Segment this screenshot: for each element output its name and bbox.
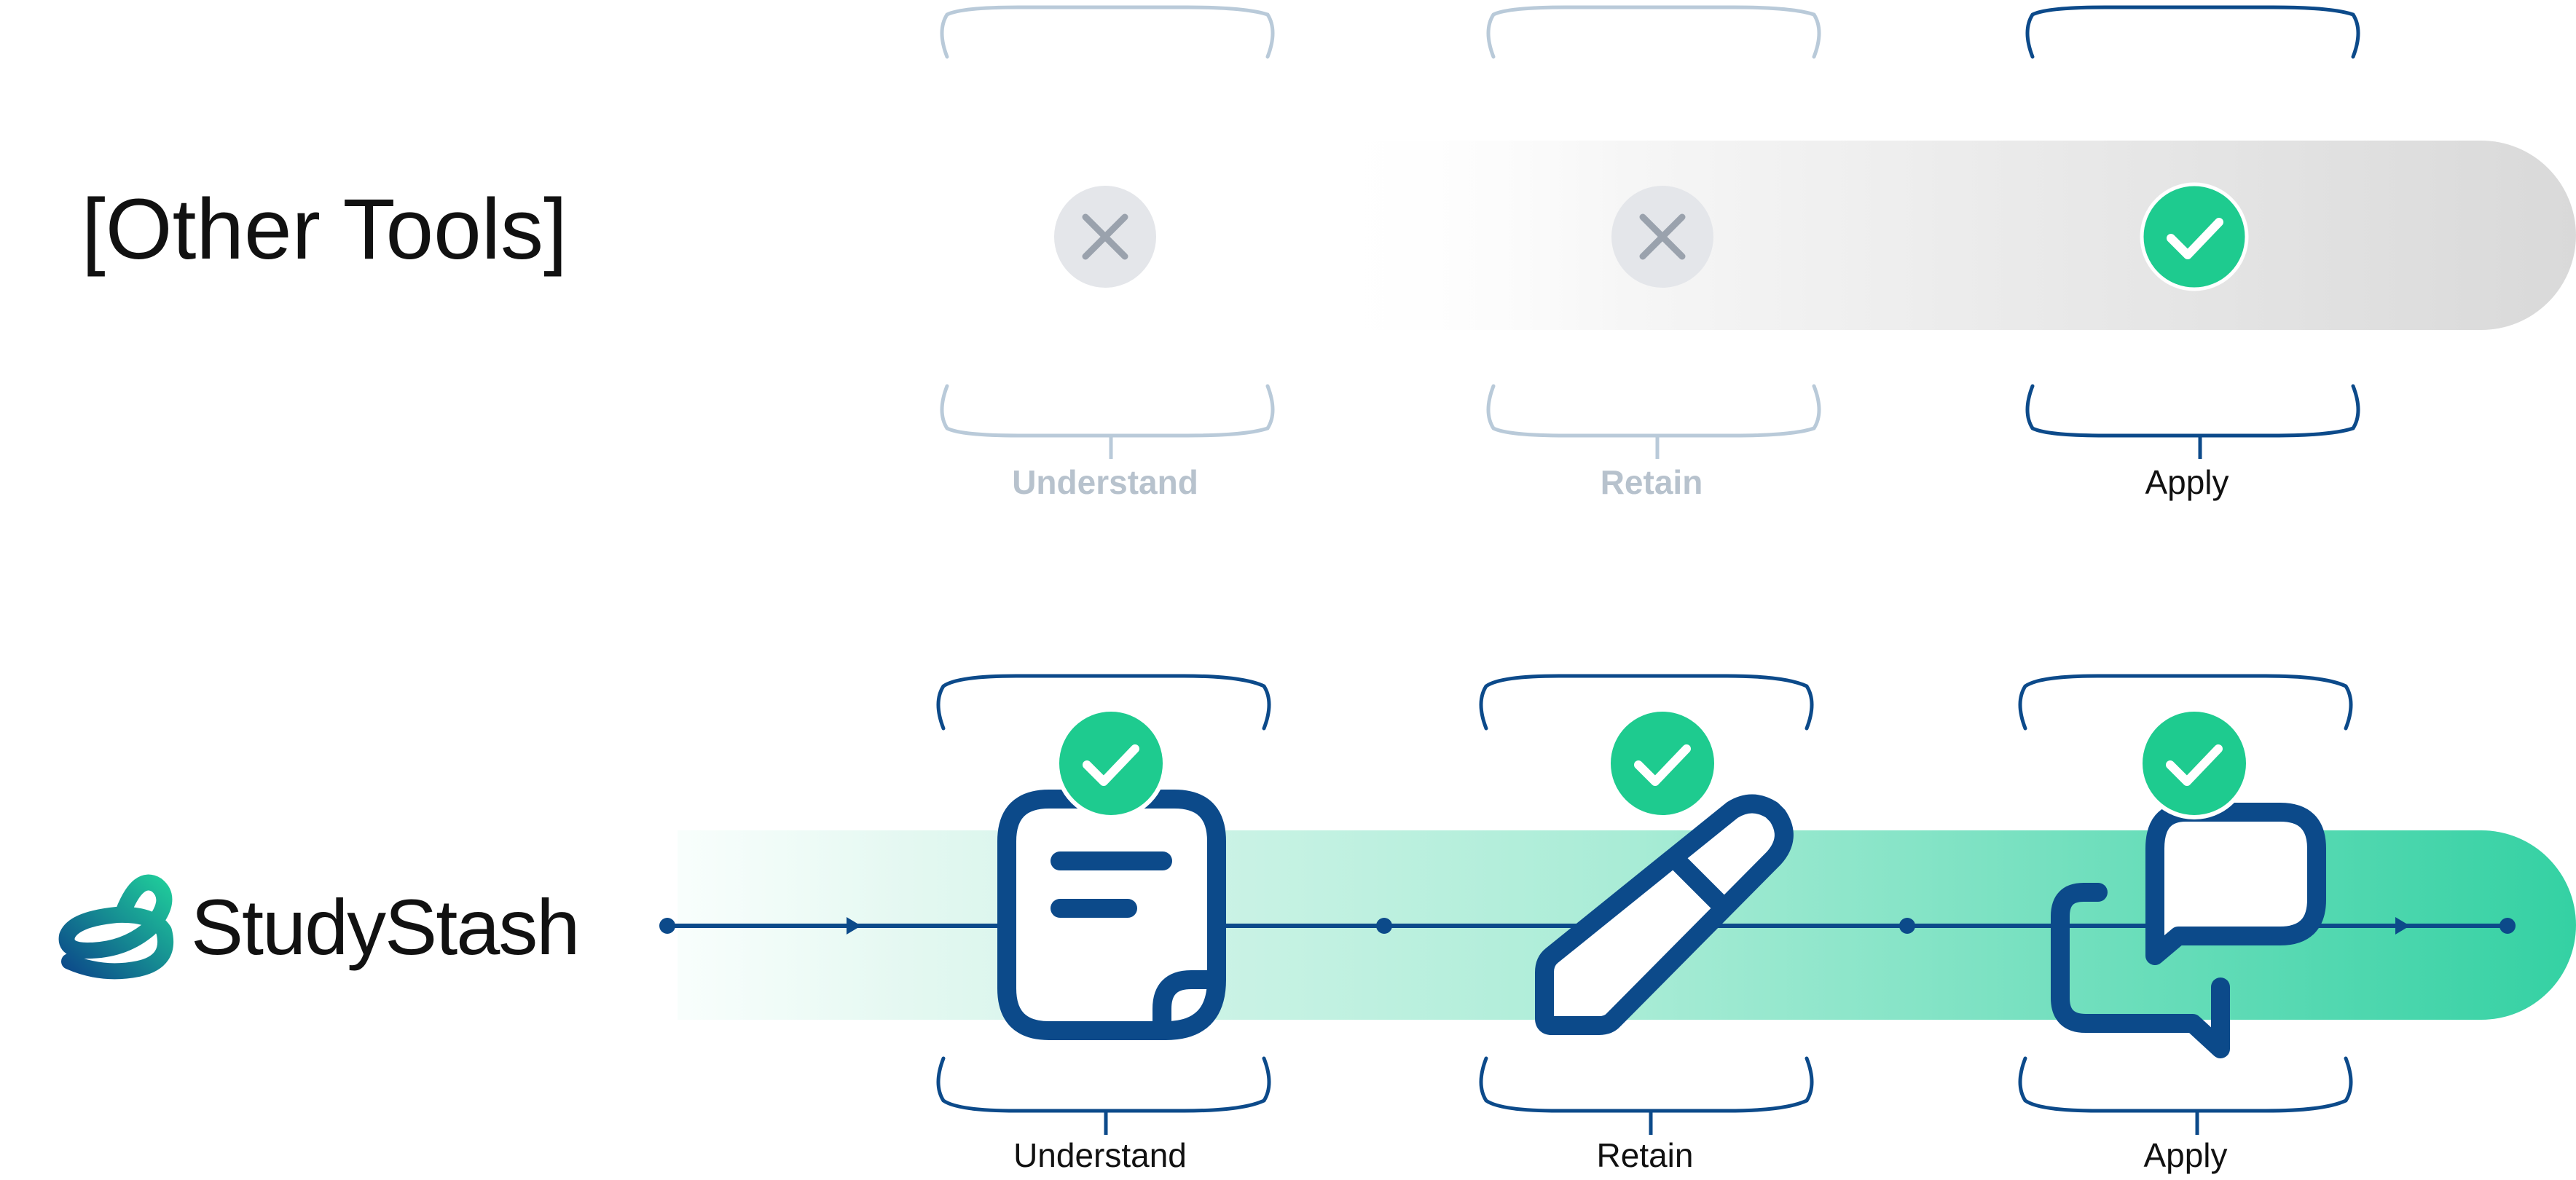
pencil-icon: [1535, 794, 1794, 1035]
timeline-node: [659, 918, 675, 934]
check-icon: [2167, 218, 2223, 259]
top-bracket: [2025, 5, 2360, 59]
bottom-bracket: [936, 1056, 1271, 1113]
bottom-bracket: [2025, 384, 2360, 438]
chat-bubbles-icon: [2051, 803, 2326, 1058]
top-bracket: [2018, 674, 2353, 731]
step-label: Retain: [1601, 463, 1703, 501]
cross-icon: [1639, 213, 1686, 260]
check-badge-bg: [1055, 707, 1167, 819]
studystash-step-understand: Understand: [936, 674, 1271, 1174]
studystash-step-retain: Retain: [1479, 674, 1814, 1174]
check-icon: [2166, 744, 2223, 786]
step-label: Apply: [2143, 1136, 2227, 1174]
bottom-bracket: [1486, 384, 1821, 438]
check-badge-bg: [2138, 707, 2250, 819]
top-bracket: [936, 674, 1271, 731]
other-step-understand: Understand: [940, 5, 1275, 501]
step-label: Understand: [1013, 1136, 1187, 1174]
studystash-step-apply: Apply: [2018, 674, 2353, 1174]
timeline-node: [2500, 918, 2516, 934]
check-icon: [1634, 744, 1691, 786]
other-step-retain: Retain: [1486, 5, 1821, 501]
top-bracket: [940, 5, 1275, 59]
bottom-bracket: [2018, 1056, 2353, 1113]
studystash-row: StudyStash Unders: [58, 674, 2576, 1174]
timeline-arrow: [2395, 917, 2410, 935]
logo-mark-icon: [58, 874, 174, 980]
other-tools-label: [Other Tools]: [82, 181, 568, 278]
bottom-bracket: [940, 384, 1275, 438]
cross-icon: [1082, 213, 1128, 260]
step-label: Retain: [1597, 1136, 1694, 1174]
other-tools-row: [Other Tools] Understand Retain: [82, 5, 2576, 501]
check-icon: [1083, 744, 1139, 786]
top-bracket: [1486, 5, 1821, 59]
other-step-apply: Apply: [2025, 5, 2360, 501]
check-badge-bg: [1606, 707, 1719, 819]
check-badge-bg: [2140, 182, 2249, 291]
other-tools-band: [1311, 141, 2576, 330]
step-label: Understand: [1012, 463, 1198, 501]
timeline-node: [1376, 918, 1392, 934]
brand-name: StudyStash: [191, 883, 578, 971]
timeline-node: [1899, 918, 1915, 934]
bottom-bracket: [1479, 1056, 1814, 1113]
studystash-logo: StudyStash: [58, 874, 580, 980]
top-bracket: [1479, 674, 1814, 731]
timeline-arrow: [847, 917, 861, 935]
step-label: Apply: [2145, 463, 2229, 501]
notes-icon: [997, 790, 1226, 1040]
